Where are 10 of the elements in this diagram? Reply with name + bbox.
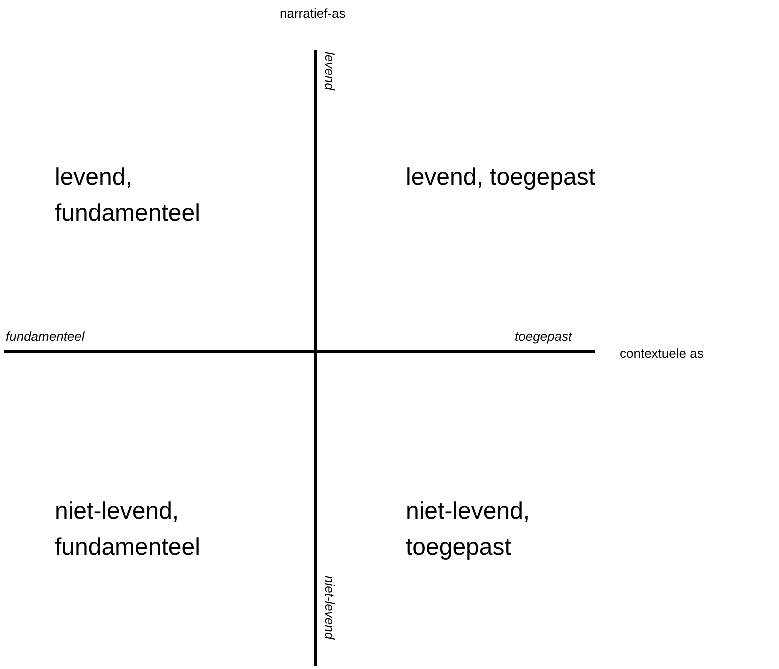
- axis-title: contextuele as: [620, 345, 704, 363]
- axis-end-label: niet-levend: [322, 576, 338, 640]
- axis-end-label: fundamenteel: [6, 328, 85, 346]
- quadrant-label: niet-levend, toegepast: [406, 497, 532, 563]
- axis-end-label: levend: [322, 52, 338, 90]
- quadrant-label: levend, toegepast: [406, 163, 596, 193]
- quadrant-label: niet-levend, fundamenteel: [55, 497, 202, 563]
- axis-end-label: toegepast: [515, 328, 572, 346]
- quadrant-label: levend, fundamenteel: [55, 163, 202, 229]
- axis-title: narratief-as: [280, 5, 346, 23]
